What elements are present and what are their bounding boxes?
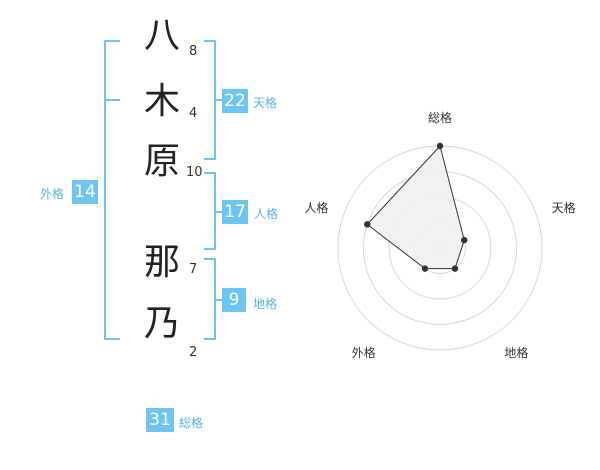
name-char-5: 乃 bbox=[143, 303, 180, 344]
radar-point-4 bbox=[421, 265, 429, 272]
radar-axis-label-1: 総格 bbox=[428, 110, 452, 125]
radar-point-2 bbox=[461, 236, 468, 244]
soukaku-label: 総格 bbox=[179, 416, 204, 430]
jinkaku-value: 17 bbox=[222, 200, 248, 224]
stroke-count-3: 10 bbox=[186, 165, 203, 180]
radar-point-3 bbox=[451, 265, 459, 272]
stroke-count-4: 7 bbox=[189, 262, 198, 277]
radar-point-5 bbox=[364, 221, 371, 228]
gaikaku-label: 外格 bbox=[40, 187, 65, 201]
gaikaku-value: 14 bbox=[72, 180, 98, 204]
name-char-4: 那 bbox=[143, 242, 180, 283]
radar-axis-label-3: 地格 bbox=[504, 345, 528, 360]
chikaku-value: 9 bbox=[222, 288, 246, 312]
tenkaku-value: 22 bbox=[222, 89, 248, 113]
tenkaku-label: 天格 bbox=[253, 96, 278, 110]
chikaku-label: 地格 bbox=[253, 297, 278, 311]
radar-axis-label-4: 外格 bbox=[352, 345, 376, 360]
stroke-count-5: 2 bbox=[189, 345, 198, 360]
name-char-2: 木 bbox=[143, 81, 180, 122]
radar-axis-label-2: 天格 bbox=[552, 200, 576, 215]
radar-area bbox=[366, 144, 465, 270]
stroke-count-1: 8 bbox=[189, 44, 198, 59]
radar-point-1 bbox=[436, 142, 444, 150]
name-char-1: 八 bbox=[143, 15, 180, 56]
jinkaku-label: 人格 bbox=[254, 207, 279, 221]
soukaku-value: 31 bbox=[146, 408, 174, 432]
radar-axis-label-5: 人格 bbox=[304, 200, 328, 215]
stroke-count-2: 4 bbox=[189, 106, 198, 121]
name-char-3: 原 bbox=[143, 141, 180, 182]
